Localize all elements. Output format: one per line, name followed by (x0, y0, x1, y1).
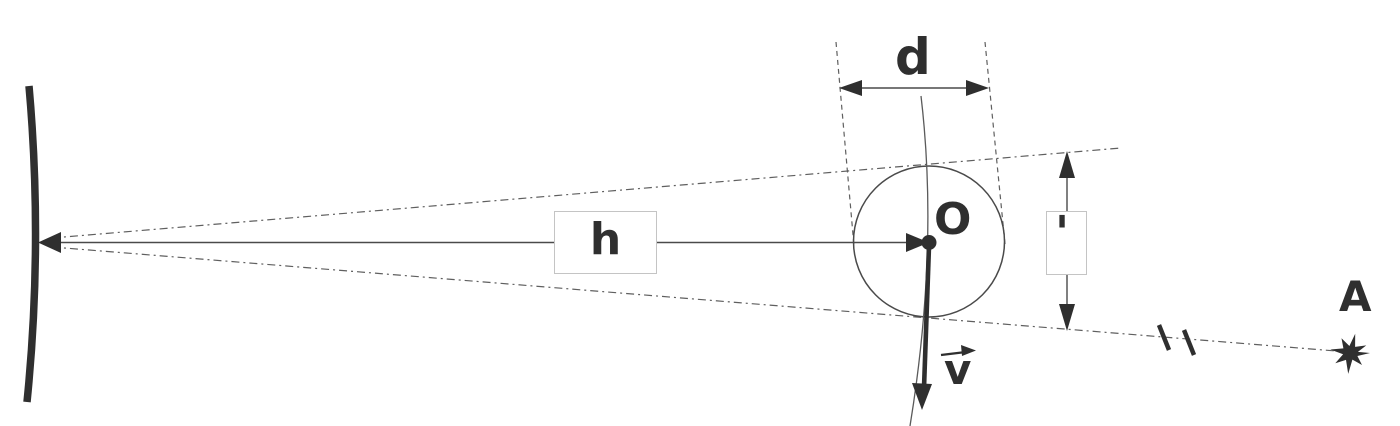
star-burst-icon (1330, 333, 1370, 374)
center-label: O (934, 194, 972, 245)
h-left-arrowhead-icon (38, 232, 61, 253)
prime-label-box: ' (1046, 210, 1087, 275)
ball-circle (852, 165, 1006, 318)
d-right-arrowhead-icon (966, 80, 989, 96)
d-left-tangent-line (835, 41, 855, 247)
h-right-arrowhead-icon (906, 233, 929, 252)
h-label-box: h (554, 211, 657, 274)
d-right-tangent-line (984, 41, 1006, 245)
line-break-mark-1 (1156, 324, 1172, 351)
prime-top-arrowhead-icon (1059, 151, 1075, 178)
d-label: d (895, 28, 931, 86)
velocity-arrowhead-icon (912, 383, 932, 410)
point-a-label: A (1339, 272, 1372, 321)
d-left-arrowhead-icon (839, 80, 862, 96)
prime-label: ' (1055, 206, 1070, 260)
v-overbar-arrowhead-icon (961, 345, 976, 356)
curved-surface-arc (23, 85, 40, 403)
velocity-label: v (944, 345, 972, 394)
line-break-mark-2 (1181, 329, 1197, 356)
prime-bottom-arrowhead-icon (1059, 304, 1075, 331)
h-label: h (589, 214, 622, 265)
center-point-dot (921, 235, 937, 250)
velocity-arrow-shaft (921, 245, 932, 389)
lower-sight-line (51, 246, 1337, 352)
